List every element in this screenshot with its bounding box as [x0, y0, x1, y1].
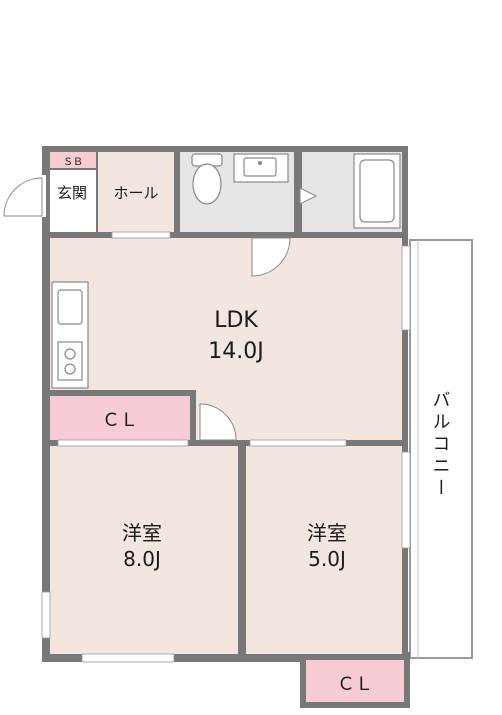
- hall: [98, 152, 174, 232]
- bedroom-left: [50, 446, 238, 654]
- genkan: [50, 170, 96, 232]
- bedroom-right: [246, 446, 402, 654]
- bedroom-left-size-label: 8.0J: [123, 547, 161, 571]
- hall-label: ホール: [113, 184, 158, 202]
- closet-left: [50, 396, 190, 440]
- bedroom-left-name-label: 洋室: [122, 521, 162, 545]
- balcony: [409, 239, 473, 659]
- entrance-door: [3, 175, 46, 217]
- closet-bottom: [306, 660, 404, 702]
- ldk-size-label: 14.0J: [208, 339, 263, 364]
- bathtub-icon: [353, 153, 401, 229]
- genkan-label: 玄関: [57, 184, 87, 202]
- bedroom-right-name-label: 洋室: [307, 521, 347, 545]
- washbasin-icon: [233, 153, 289, 183]
- bedroom-right-size-label: 5.0J: [308, 547, 346, 571]
- kitchen-sink-icon: [57, 289, 83, 325]
- windows: [41, 231, 411, 663]
- toilet-door-icon: [299, 187, 318, 205]
- bedroom-left-door: [199, 403, 237, 441]
- shoe-box: [50, 152, 96, 168]
- closet-bottom-label: ＣＬ: [337, 674, 373, 695]
- balcony-label: バルコニー: [430, 390, 451, 500]
- stove-icon: [57, 341, 83, 381]
- closet-left-label: ＣＬ: [102, 410, 138, 431]
- ldk-name-label: LDK: [214, 308, 258, 333]
- shoe-box-label: ＳＢ: [63, 157, 83, 168]
- ldk-door: [251, 237, 291, 277]
- toilet-icon: [191, 153, 223, 205]
- ldk-room: [50, 238, 402, 390]
